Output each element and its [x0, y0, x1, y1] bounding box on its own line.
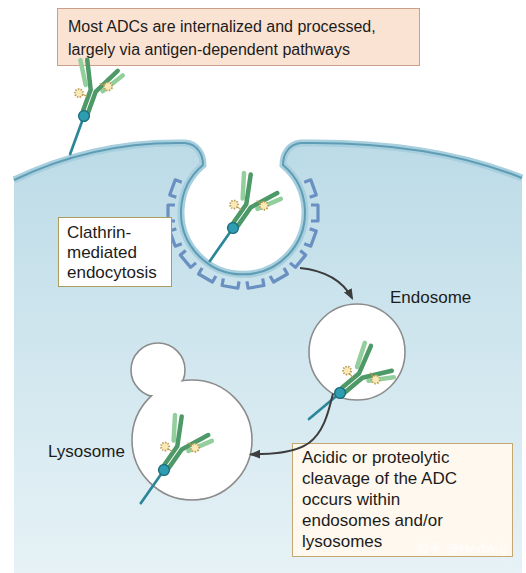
annotation-box: Clathrin-mediated endocytosis	[58, 217, 172, 287]
node-label: Lysosome	[48, 442, 125, 462]
edge-group	[250, 394, 333, 455]
antibody-receptor	[49, 58, 124, 162]
callout-box: Acidic or proteolytic cleavage of the AD…	[292, 443, 513, 557]
vesicle-lumen	[133, 381, 250, 498]
internalization-arrow	[300, 268, 352, 298]
clathrin-coat	[168, 180, 318, 288]
vesicle-outline	[132, 380, 252, 500]
node-label: Clathrin-mediated endocytosis	[67, 223, 169, 283]
title-text: Most ADCs are internalized and processed…	[68, 15, 411, 61]
antibody-receptor	[122, 413, 213, 516]
lysosome-vesicle: Lysosome	[40, 330, 265, 510]
node-label: Endosome	[390, 288, 471, 308]
lysosome-outline	[40, 330, 265, 510]
flow-arrow	[250, 394, 333, 455]
vesicle-lumen	[310, 305, 403, 398]
antibody-receptor	[191, 171, 282, 274]
node-label: Acidic or proteolytic cleavage of the AD…	[302, 447, 482, 552]
cytoplasm	[14, 143, 522, 573]
antibody-receptor	[295, 341, 396, 436]
endosome-vesicle: Endosome	[300, 284, 480, 408]
vesicle-outline	[309, 304, 405, 400]
watermark: 知乎 @Hedwig	[416, 540, 508, 558]
title-box: Most ADCs are internalized and processed…	[57, 8, 420, 66]
